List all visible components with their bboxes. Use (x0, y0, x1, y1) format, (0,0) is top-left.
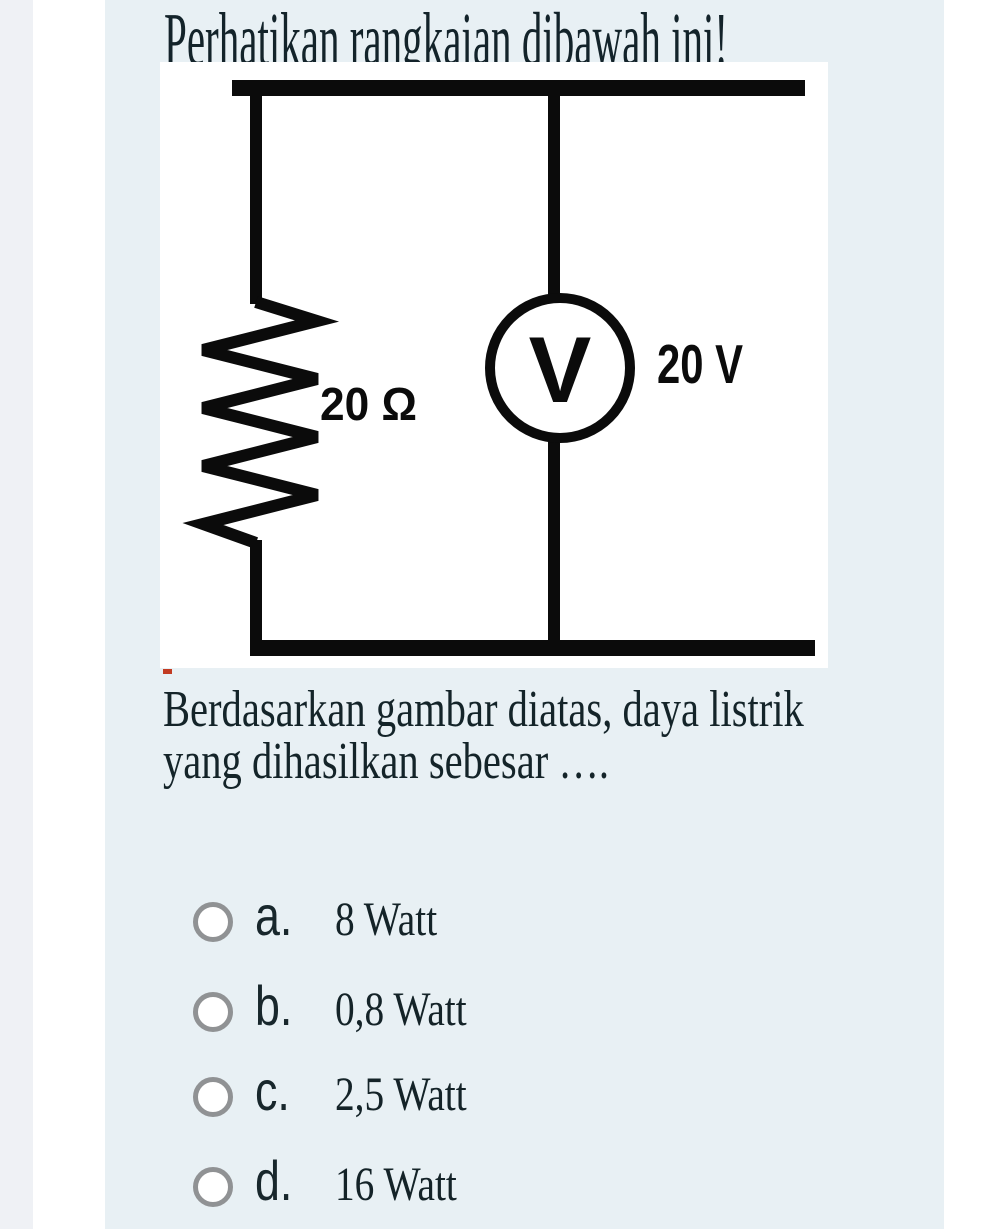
left-margin-strip (0, 0, 33, 1229)
option-row-d[interactable]: d. 16 Watt (193, 1153, 833, 1211)
wire-middle-lower (548, 440, 560, 648)
option-letter-b: b. (255, 974, 293, 1037)
radio-option-c[interactable] (193, 1077, 233, 1117)
radio-option-b[interactable] (193, 992, 233, 1032)
wire-bottom (250, 640, 815, 656)
option-row-a[interactable]: a. 8 Watt (193, 888, 833, 946)
option-text-b: 0,8 Watt (335, 983, 467, 1036)
option-row-b[interactable]: b. 0,8 Watt (193, 978, 833, 1036)
option-text-c: 2,5 Watt (335, 1068, 467, 1121)
wire-left-upper (250, 80, 262, 304)
circuit-diagram-image: V 20 V 20 Ω (160, 62, 828, 668)
option-row-c[interactable]: c. 2,5 Watt (193, 1063, 833, 1121)
option-text-a: 8 Watt (335, 893, 438, 946)
wire-left-lower (250, 540, 262, 652)
question-line-1: Berdasarkan gambar diatas, daya listrik (163, 681, 804, 738)
option-letter-a: a. (255, 884, 293, 947)
wire-middle-upper (548, 80, 560, 302)
circuit-svg: V 20 V 20 Ω (182, 80, 815, 656)
wire-top (232, 80, 805, 96)
resistor-label: 20 Ω (320, 378, 417, 430)
red-caret-mark (163, 669, 172, 674)
resistor-zigzag (182, 296, 340, 549)
question-text: Berdasarkan gambar diatas, daya listrik … (163, 684, 804, 788)
quiz-question-panel: Perhatikan rangkaian dibawah ini! V 20 V… (105, 0, 944, 1229)
option-text-d: 16 Watt (335, 1158, 457, 1211)
radio-option-d[interactable] (193, 1167, 233, 1207)
option-letter-d: d. (255, 1149, 293, 1212)
option-letter-c: c. (255, 1059, 290, 1122)
voltage-label: 20 V (657, 333, 743, 395)
voltmeter-symbol: V (529, 317, 592, 422)
question-line-2: yang dihasilkan sebesar …. (163, 733, 610, 790)
voltmeter-circle (485, 293, 635, 443)
radio-option-a[interactable] (193, 902, 233, 942)
